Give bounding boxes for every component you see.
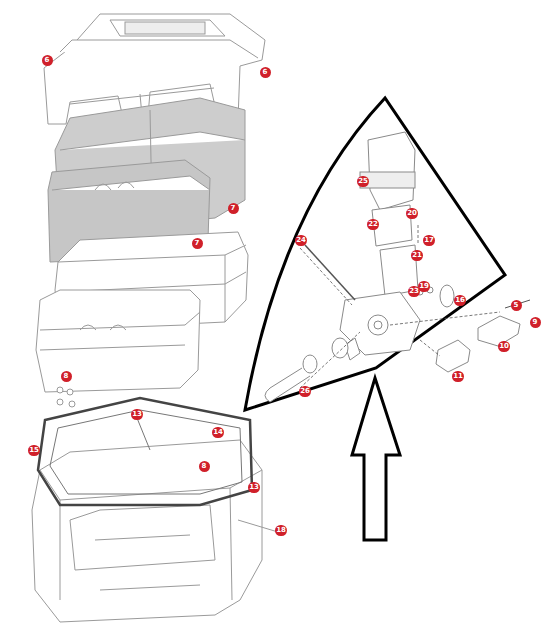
callout-number: 6 bbox=[42, 55, 53, 66]
callout-number: 26 bbox=[299, 386, 311, 397]
callout-number: 10 bbox=[498, 341, 510, 352]
callout-number: 19 bbox=[418, 281, 430, 292]
callout-number: 6 bbox=[260, 67, 271, 78]
callout-number: 9 bbox=[530, 317, 541, 328]
callout-number: 20 bbox=[406, 208, 418, 219]
callout-number: 23 bbox=[408, 286, 420, 297]
callout-number: 11 bbox=[452, 371, 464, 382]
callout-number: 17 bbox=[423, 235, 435, 246]
callout-number: 25 bbox=[357, 176, 369, 187]
callout-number: 21 bbox=[411, 250, 423, 261]
callout-number: 14 bbox=[212, 427, 224, 438]
callout-number: 8 bbox=[199, 461, 210, 472]
callout-number: 15 bbox=[28, 445, 40, 456]
callout-number: 22 bbox=[367, 219, 379, 230]
callout-number: 7 bbox=[192, 238, 203, 249]
callout-number: 13 bbox=[131, 409, 143, 420]
callout-number: 8 bbox=[61, 371, 72, 382]
callout-number: 7 bbox=[228, 203, 239, 214]
callout-number: 16 bbox=[454, 295, 466, 306]
callout-number: 5 bbox=[511, 300, 522, 311]
callout-number: 18 bbox=[275, 525, 287, 536]
callout-number: 13 bbox=[248, 482, 260, 493]
callout-number: 24 bbox=[295, 235, 307, 246]
